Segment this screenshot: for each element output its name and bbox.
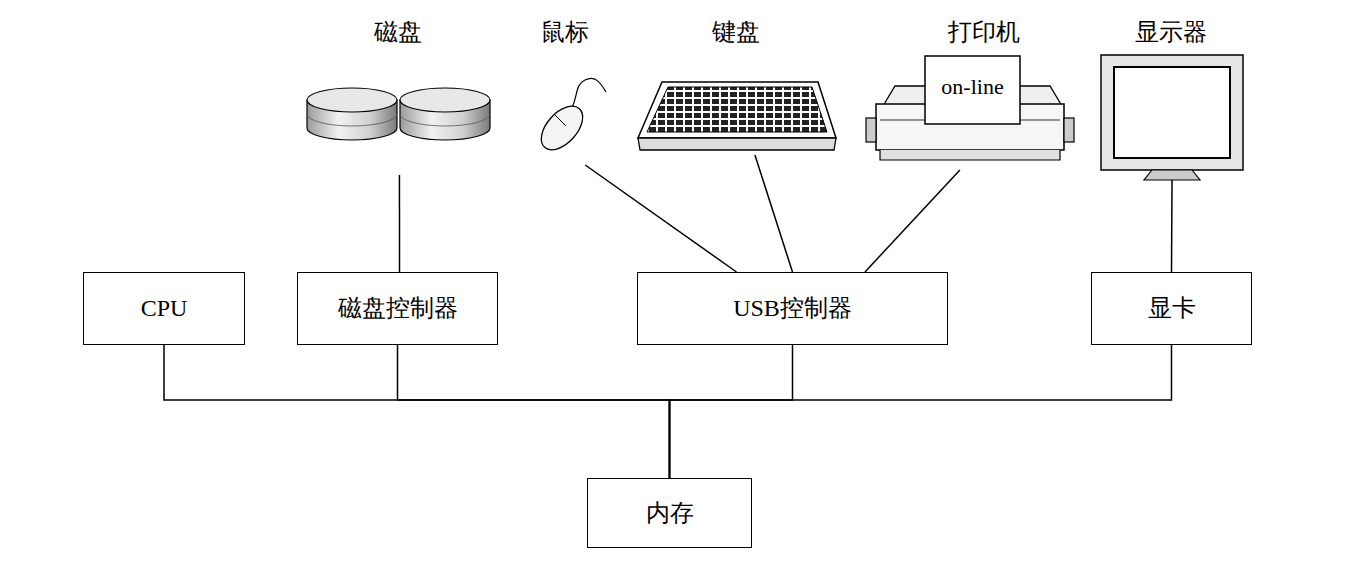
- mouse-icon-part: [533, 99, 590, 158]
- cpu-box: CPU: [83, 272, 245, 345]
- printer-icon-part: [880, 150, 1060, 160]
- device-label: 鼠标: [485, 18, 645, 47]
- disk-icon-part: [400, 88, 490, 112]
- box-label: 显卡: [1148, 294, 1196, 323]
- printer-icon-part: [866, 118, 876, 142]
- monitor-icon-part: [1101, 55, 1243, 170]
- mouse-device: 鼠标: [530, 15, 610, 165]
- monitor-icon: [1101, 55, 1243, 180]
- monitor-icon-part: [1144, 170, 1200, 180]
- box-label: 内存: [646, 499, 694, 528]
- mouse-icon-part: [554, 114, 566, 126]
- printer-device: 打印机on-line: [860, 15, 1085, 170]
- bus-line: [164, 345, 670, 478]
- controller-box: USB控制器: [637, 272, 948, 345]
- mouse-icon: [533, 78, 606, 157]
- controller-box: 磁盘控制器: [297, 272, 498, 345]
- disk-icon: [307, 88, 490, 140]
- controller-box: 显卡: [1091, 272, 1252, 345]
- disk-device: 磁盘: [300, 15, 495, 175]
- mouse-icon-part: [572, 78, 606, 108]
- bus-line: [670, 345, 793, 478]
- device-cable: [865, 170, 960, 272]
- device-label: 键盘: [593, 18, 878, 47]
- keyboard-icon-part: [638, 138, 836, 150]
- keyboard-icon-part: [647, 87, 827, 132]
- device-label: 显示器: [1053, 18, 1288, 47]
- monitor-device: 显示器: [1095, 15, 1250, 180]
- box-label: USB控制器: [733, 294, 852, 323]
- device-cable: [1171, 180, 1173, 272]
- bus-line: [670, 345, 1172, 478]
- bus-line: [398, 345, 670, 478]
- printer-paper-text: on-line: [925, 74, 1020, 100]
- memory-box: 内存: [587, 478, 752, 548]
- printer-icon: [866, 56, 1074, 160]
- device-cable: [399, 175, 401, 272]
- device-cable: [755, 155, 793, 272]
- device-label: 磁盘: [260, 18, 535, 47]
- keyboard-icon: [638, 82, 836, 150]
- printer-icon-part: [1064, 118, 1074, 142]
- box-label: 磁盘控制器: [338, 294, 458, 323]
- monitor-icon-part: [1114, 67, 1230, 158]
- device-cable: [585, 165, 736, 272]
- keyboard-icon-part: [638, 82, 836, 138]
- disk-icon-part: [307, 88, 397, 112]
- disk-icon-part: [307, 114, 490, 126]
- device-label: 打印机: [831, 18, 1136, 47]
- printer-icon-part: [925, 56, 1020, 124]
- box-label: CPU: [141, 294, 188, 323]
- keyboard-device: 键盘: [635, 15, 840, 155]
